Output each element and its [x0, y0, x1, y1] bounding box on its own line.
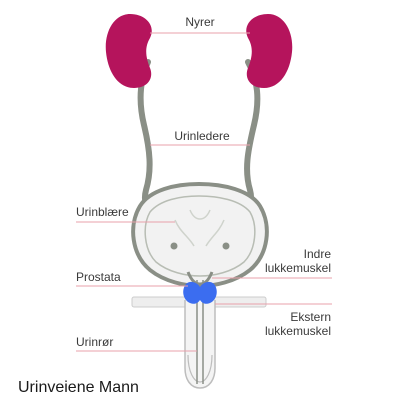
prostate: [183, 281, 217, 304]
label-bladder: Urinblære: [76, 205, 129, 219]
label-inner-sphincter-line1: Indre: [304, 247, 332, 261]
label-kidneys: Nyrer: [185, 15, 214, 29]
left-kidney: [105, 14, 152, 88]
label-urethra: Urinrør: [76, 335, 113, 349]
bladder: [131, 181, 269, 289]
bladder-neck: [186, 271, 214, 286]
label-outer-sphincter-line2: lukkemuskel: [265, 324, 331, 338]
penis: [184, 300, 216, 389]
diagram-caption: Urinveiene Mann: [18, 379, 139, 396]
left-ureter-opening: [170, 242, 178, 250]
bladder-inner-wall: [144, 195, 256, 277]
right-ureter-opening: [222, 242, 230, 250]
label-ureters: Urinledere: [174, 129, 230, 143]
bladder-folds: [174, 209, 225, 247]
label-outer-sphincter-line1: Ekstern: [290, 310, 331, 324]
label-prostate: Prostata: [76, 270, 121, 284]
label-inner-sphincter-line2: lukkemuskel: [265, 261, 331, 275]
glans: [187, 354, 213, 383]
right-kidney: [246, 14, 293, 88]
